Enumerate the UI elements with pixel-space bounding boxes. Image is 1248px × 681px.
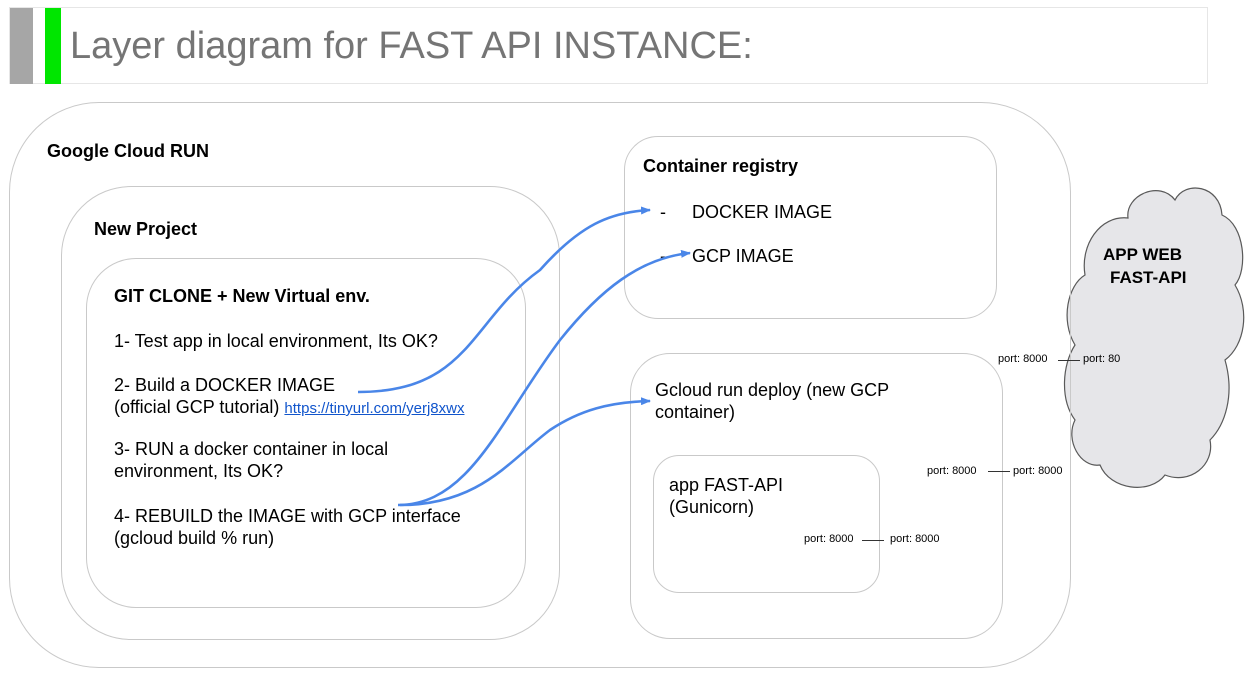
container-registry-label: Container registry [643,156,799,176]
web-port-left: port: 8000 [998,353,1048,365]
cloud-run-box [9,102,1071,668]
deploy-port-left: port: 8000 [927,465,977,477]
registry-bullet-2: - [660,246,666,266]
deploy-text-line1: Gcloud run deploy (new GCP [655,380,890,400]
new-project-box [61,186,560,640]
cloud-run-label: Google Cloud RUN [47,141,209,161]
web-port-connector [1058,360,1080,361]
step-4-text: 4- REBUILD the IMAGE with GCP interface [114,506,461,526]
web-port-right: port: 80 [1083,353,1121,365]
app-port-left: port: 8000 [804,533,854,545]
step-1-text: 1- Test app in local environment, Its OK… [114,331,438,351]
registry-bullet-1: - [660,202,666,222]
arrow-rebuild-to-gcp-image [397,249,691,507]
app-port-right: port: 8000 [890,533,940,545]
app-fastapi-box [653,455,880,593]
fastapi-web-label: FAST-API [1110,268,1187,287]
app-port-connector [862,540,884,541]
docker-image-item: DOCKER IMAGE [692,202,833,222]
app-text-line2: (Gunicorn) [669,497,755,517]
arrow-rebuild-to-deploy [399,397,651,507]
deploy-text-line2: container) [655,402,736,422]
deploy-port-connector [988,471,1010,472]
tutorial-link[interactable]: https://tinyurl.com/yerj8xwx [284,400,465,417]
step-2-tutorial-label: (official GCP tutorial) [114,397,280,417]
deploy-port-right: port: 8000 [1013,465,1063,477]
gcp-image-item: GCP IMAGE [692,246,794,266]
git-clone-box [86,258,526,608]
step-2-subtext: (official GCP tutorial) https://tinyurl.… [114,396,464,420]
arrow-build-to-docker-image [357,206,651,394]
container-registry-box [624,136,997,319]
app-web-label: APP WEB [1103,245,1183,264]
step-3-subtext: environment, Its OK? [114,461,284,481]
step-4-subtext: (gcloud build % run) [114,528,275,548]
git-clone-label: GIT CLONE + New Virtual env. [114,286,370,306]
gcloud-deploy-box [630,353,1003,639]
title-frame [9,7,1208,84]
title-accent-green-bar [45,8,61,84]
title-accent-gray-bar [10,8,33,84]
page-title: Layer diagram for FAST API INSTANCE: [70,25,753,67]
step-3-text: 3- RUN a docker container in local [114,439,389,459]
step-2-text: 2- Build a DOCKER IMAGE [114,375,336,395]
new-project-label: New Project [94,219,198,239]
app-text-line1: app FAST-API [669,475,784,495]
